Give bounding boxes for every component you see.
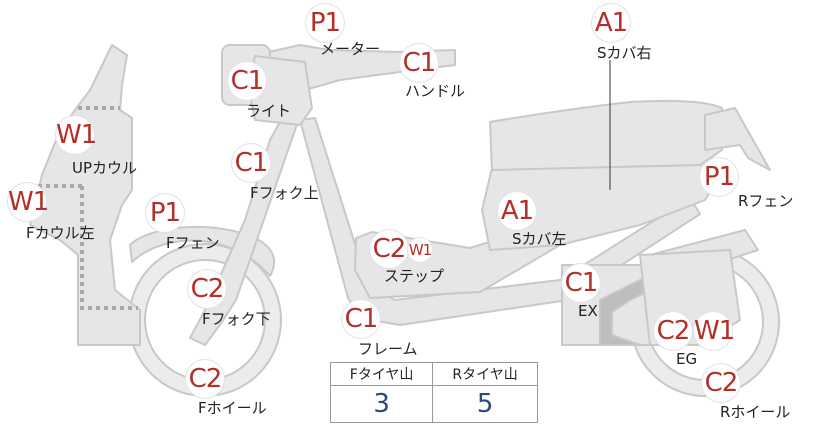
step-label: ステップ [384,267,445,285]
cowl-guide-lower [80,186,138,310]
ex-code-badge: C1 [562,264,600,302]
rear-tread-header: Rタイヤ山 [432,362,538,386]
light-label: ライト [246,102,292,120]
f-fender-code-badge: P1 [146,194,184,232]
step-code-badge-2: W1 [408,238,432,262]
s-cover-left-label: Sカバ左 [512,230,567,248]
rear-tread-value: 5 [432,385,538,423]
frame-label: フレーム [358,340,418,358]
front-tread-header: Fタイヤ山 [329,362,434,386]
eg-code-badge: C2 [654,312,692,350]
f-fork-lower-code-badge: C2 [188,270,226,308]
light-code-badge: C1 [228,62,266,100]
eg-code-badge-2: W1 [694,312,735,350]
s-cover-right-label: Sカバ右 [597,44,652,62]
s-cover-left-code-badge: A1 [498,192,536,230]
r-fender-label: Rフェン [738,192,794,210]
eg-label: EG [676,350,698,368]
r-wheel-label: Rホイール [720,403,791,421]
meter-label: メーター [320,40,381,58]
f-fender-label: Fフェン [166,234,220,252]
frame-code-badge: C1 [342,300,380,338]
front-tread-value: 3 [329,385,434,423]
seat-shape [489,99,723,171]
f-cowl-left-code-badge: W1 [8,183,49,221]
up-cowl-label: UPカウル [72,159,138,177]
exhaust-shape [599,274,651,346]
ex-label: EX [578,302,598,320]
f-fork-lower-label: Fフォク下 [202,310,271,328]
f-cowl-left-label: Fカウル左 [26,224,95,242]
f-wheel-code-badge: C2 [186,360,224,398]
rear-fender-shape [704,107,771,171]
f-fork-upper-label: Fフォク上 [250,184,319,202]
step-code-badge: C2 [370,230,408,268]
handle-code-badge: C1 [400,44,438,82]
f-wheel-label: Fホイール [198,399,267,417]
meter-code-badge: P1 [306,4,344,42]
up-cowl-code-badge: W1 [56,116,97,154]
s-cover-right-code-badge: A1 [592,4,630,42]
f-fork-upper-code-badge: C1 [232,144,270,182]
tire-tread-table: Fタイヤ山 Rタイヤ山 3 5 [329,362,538,423]
handle-label: ハンドル [405,82,466,100]
r-wheel-code-badge: C2 [702,364,740,402]
r-fender-code-badge: P1 [700,158,738,196]
